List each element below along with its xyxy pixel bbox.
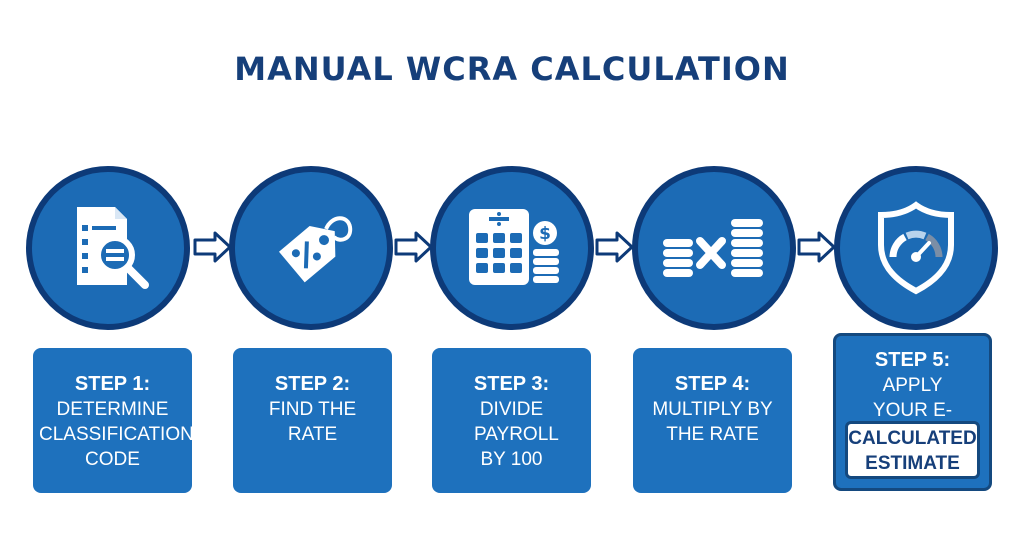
coins-multiply-icon [663, 219, 763, 277]
step-4-card: STEP 4: MULTIPLY BY THE RATE [633, 348, 792, 493]
step-label: STEP 1: [74, 373, 151, 395]
step-2-card: STEP 2: FIND THE RATE [233, 348, 392, 493]
svg-text:$: $ [539, 224, 551, 244]
calculated-estimate-badge: CALCULATED ESTIMATE [845, 421, 980, 479]
arrow-right-icon [394, 231, 433, 263]
step-label: STEP 4: [674, 373, 751, 395]
calculator-coins-icon: $ [469, 209, 559, 285]
step-5-card: STEP 5: APPLY YOUR E-MOD CALCULATED ESTI… [833, 333, 992, 491]
step-label: STEP 2: [274, 373, 351, 395]
step-3-circle: $ [430, 166, 594, 330]
step-5-circle [834, 166, 998, 330]
shield-gauge-icon [878, 201, 954, 295]
document-magnifier-icon [77, 207, 149, 289]
step-label: STEP 3: [473, 373, 550, 395]
step-1-card: STEP 1: DETERMINE CLASSIFICATION CODE [33, 348, 194, 493]
arrow-right-icon [595, 231, 634, 263]
step-description: DIVIDE PAYROLL BY 100 [474, 399, 559, 470]
diagram-title: MANUAL WCRA CALCULATION [234, 50, 790, 88]
arrow-right-icon [797, 231, 836, 263]
step-label: STEP 5: [874, 349, 951, 371]
step-2-circle [229, 166, 393, 330]
step-1-circle [26, 166, 190, 330]
step-description: MULTIPLY BY THE RATE [652, 399, 773, 445]
step-description: FIND THE RATE [268, 399, 357, 445]
arrow-right-icon [193, 231, 232, 263]
step-description: DETERMINE CLASSIFICATION CODE [39, 399, 194, 470]
step-3-card: STEP 3: DIVIDE PAYROLL BY 100 [432, 348, 591, 493]
step-4-circle [632, 166, 796, 330]
percent-tag-icon [278, 216, 353, 283]
